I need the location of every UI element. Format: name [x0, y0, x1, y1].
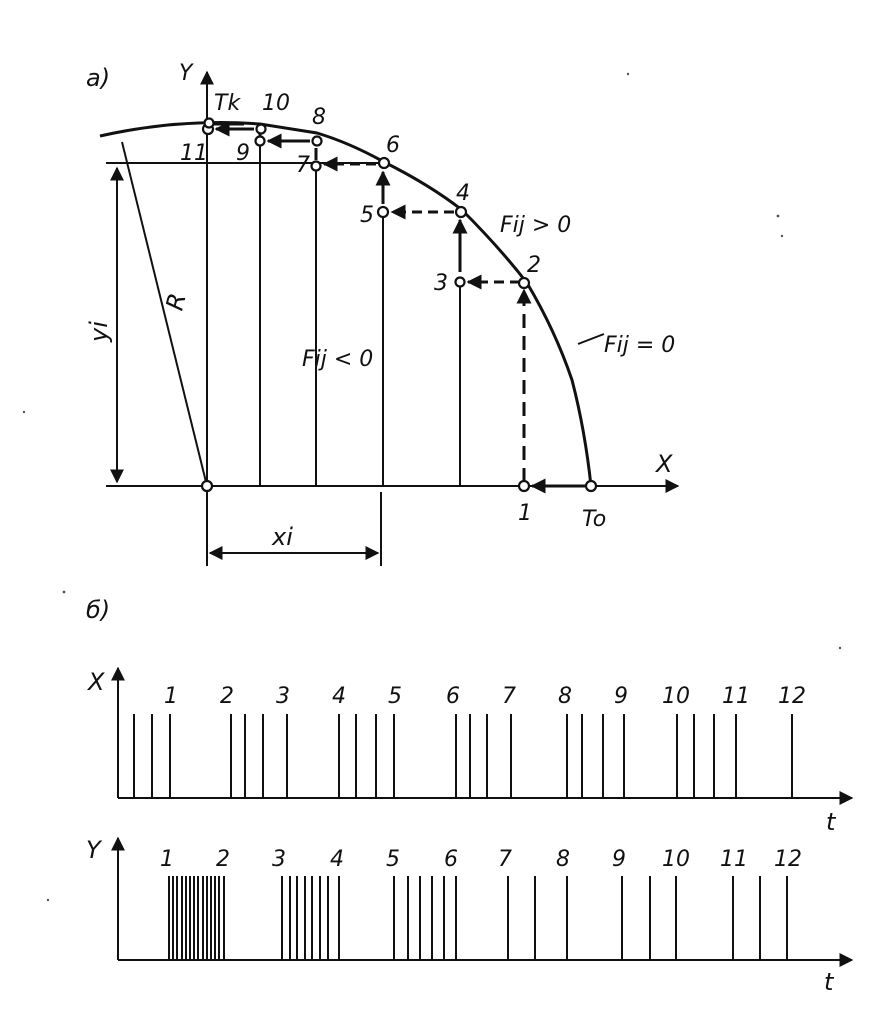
- svg-text:11: 11: [180, 141, 208, 166]
- start-point-label: To: [582, 507, 606, 532]
- svg-text:6: 6: [446, 684, 460, 709]
- svg-text:1: 1: [518, 501, 532, 526]
- y-train-axis-label: Y: [86, 836, 103, 864]
- svg-text:6: 6: [444, 847, 458, 872]
- origin-point: [200, 479, 214, 493]
- y-train-time-label: t: [824, 968, 835, 996]
- svg-text:12: 12: [778, 684, 806, 709]
- panel-label-b: б): [86, 596, 110, 624]
- svg-text:4: 4: [330, 847, 344, 872]
- svg-text:6: 6: [386, 133, 400, 158]
- radius-line: [121, 141, 208, 487]
- svg-text:4: 4: [332, 684, 346, 709]
- part-a-circle-interpolation: а) X Y yi R xi: [85, 61, 680, 566]
- svg-text:1: 1: [164, 684, 178, 709]
- svg-text:8: 8: [312, 105, 326, 130]
- part-b-pulse-trains: б) X t 1 2 3 4 5 6 7 8 9 10 11 12: [86, 596, 854, 996]
- svg-text:11: 11: [720, 847, 748, 872]
- region-positive-label: Fij > 0: [500, 213, 571, 238]
- svg-text:3: 3: [434, 271, 448, 296]
- svg-text:5: 5: [360, 203, 374, 228]
- curve-label: Fij = 0: [604, 333, 675, 358]
- svg-text:2: 2: [216, 847, 230, 872]
- curve-leader: [577, 333, 605, 345]
- yi-label: yi: [85, 321, 113, 343]
- scan-specks: [22, 72, 842, 902]
- end-point-label: Tk: [214, 91, 241, 116]
- radius-label: R: [160, 290, 191, 313]
- svg-text:10: 10: [662, 847, 690, 872]
- svg-text:3: 3: [276, 684, 290, 709]
- svg-text:9: 9: [614, 684, 628, 709]
- xi-label: xi: [271, 523, 293, 551]
- region-negative-label: Fij < 0: [302, 347, 373, 372]
- node-verticals: [259, 130, 461, 486]
- x-axis-label: X: [654, 450, 673, 478]
- svg-text:12: 12: [774, 847, 802, 872]
- svg-text:5: 5: [386, 847, 400, 872]
- y-pulses: [168, 876, 788, 960]
- svg-text:7: 7: [296, 153, 310, 178]
- step-labels: 1 2 3 4 5 6 7 8 9 10 11: [180, 91, 541, 526]
- svg-text:8: 8: [558, 684, 572, 709]
- svg-text:9: 9: [236, 141, 250, 166]
- x-train-axis-label: X: [86, 668, 105, 696]
- svg-text:8: 8: [556, 847, 570, 872]
- x-pulses: [133, 714, 793, 798]
- svg-text:7: 7: [498, 847, 512, 872]
- y-pulse-labels: 1 2 3 4 5 6 7 8 9 10 11 12: [160, 847, 802, 872]
- svg-text:10: 10: [662, 684, 690, 709]
- svg-text:2: 2: [220, 684, 234, 709]
- x-pulse-labels: 1 2 3 4 5 6 7 8 9 10 11 12: [164, 684, 806, 709]
- step-path: [214, 121, 590, 494]
- svg-text:5: 5: [388, 684, 402, 709]
- x-train-time-label: t: [826, 808, 837, 836]
- svg-text:2: 2: [527, 253, 541, 278]
- x-pulse-train: X t 1 2 3 4 5 6 7 8 9 10 11 12: [86, 666, 854, 836]
- svg-text:9: 9: [612, 847, 626, 872]
- y-axis-label: Y: [179, 61, 194, 86]
- node-points: [200, 117, 598, 493]
- y-pulse-train: Y t 1 2 3 4 5 6 7 8 9 10 11 12: [86, 836, 854, 996]
- panel-label-a: а): [86, 64, 110, 92]
- svg-text:1: 1: [160, 847, 174, 872]
- svg-text:10: 10: [262, 91, 290, 116]
- end-point: [203, 117, 215, 129]
- svg-text:11: 11: [722, 684, 750, 709]
- svg-text:3: 3: [272, 847, 286, 872]
- svg-text:7: 7: [502, 684, 516, 709]
- start-point: [584, 479, 598, 493]
- svg-text:4: 4: [456, 181, 470, 206]
